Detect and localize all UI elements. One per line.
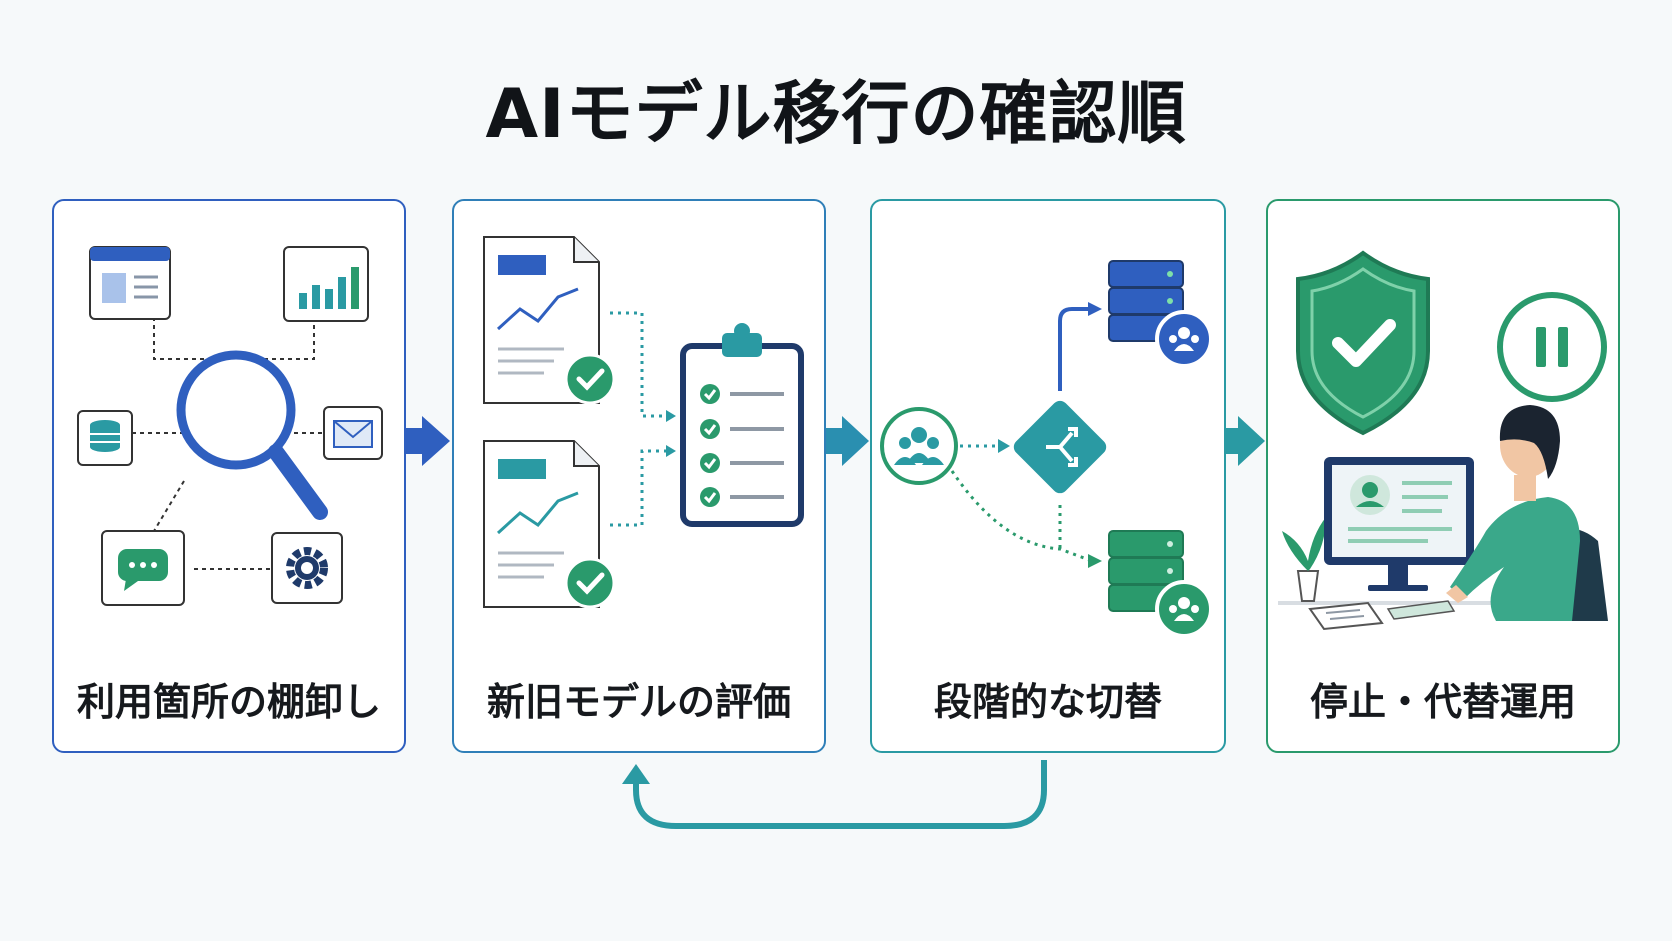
database-icon xyxy=(77,410,133,466)
new-model-report-icon xyxy=(483,440,616,609)
operator-at-desk-illustration xyxy=(1278,405,1608,631)
inventory-illustration xyxy=(77,246,383,606)
green-server-stack-icon xyxy=(1108,530,1213,638)
pause-icon xyxy=(1497,292,1607,402)
chat-icon xyxy=(101,530,185,606)
arrow-step3-to-step4 xyxy=(1226,416,1265,466)
fallback-illustration xyxy=(1278,250,1608,631)
step-label-switchover: 段階的な切替 xyxy=(933,680,1162,724)
checklist-clipboard-icon xyxy=(680,323,804,527)
router-diamond-icon xyxy=(1013,400,1107,494)
users-group-icon xyxy=(880,407,958,485)
search-icon xyxy=(176,350,328,520)
mail-icon xyxy=(323,406,383,460)
step-card-switchover: 段階的な切替 xyxy=(870,199,1226,753)
arrow-step2-to-step3 xyxy=(826,416,869,466)
step-label-evaluation: 新旧モデルの評価 xyxy=(486,680,791,724)
step-card-evaluation: 新旧モデルの評価 xyxy=(452,199,826,753)
shield-check-icon xyxy=(1296,250,1430,436)
step-card-inventory: 利用箇所の棚卸し xyxy=(52,199,406,753)
old-model-report-icon xyxy=(483,236,616,405)
step-label-fallback: 停止・代替運用 xyxy=(1309,680,1576,724)
step-card-fallback: 停止・代替運用 xyxy=(1266,199,1620,753)
blue-server-stack-icon xyxy=(1108,260,1213,368)
page-title: AIモデル移行の確認順 xyxy=(485,75,1187,154)
bar-chart-icon xyxy=(283,246,369,322)
gear-icon xyxy=(271,532,343,604)
evaluation-illustration xyxy=(483,236,804,609)
browser-window-icon xyxy=(89,246,171,320)
step-label-inventory: 利用箇所の棚卸し xyxy=(76,680,381,724)
arrow-step1-to-step2 xyxy=(406,416,450,466)
feedback-loop-arrow xyxy=(622,760,1047,829)
switchover-illustration xyxy=(880,260,1213,638)
